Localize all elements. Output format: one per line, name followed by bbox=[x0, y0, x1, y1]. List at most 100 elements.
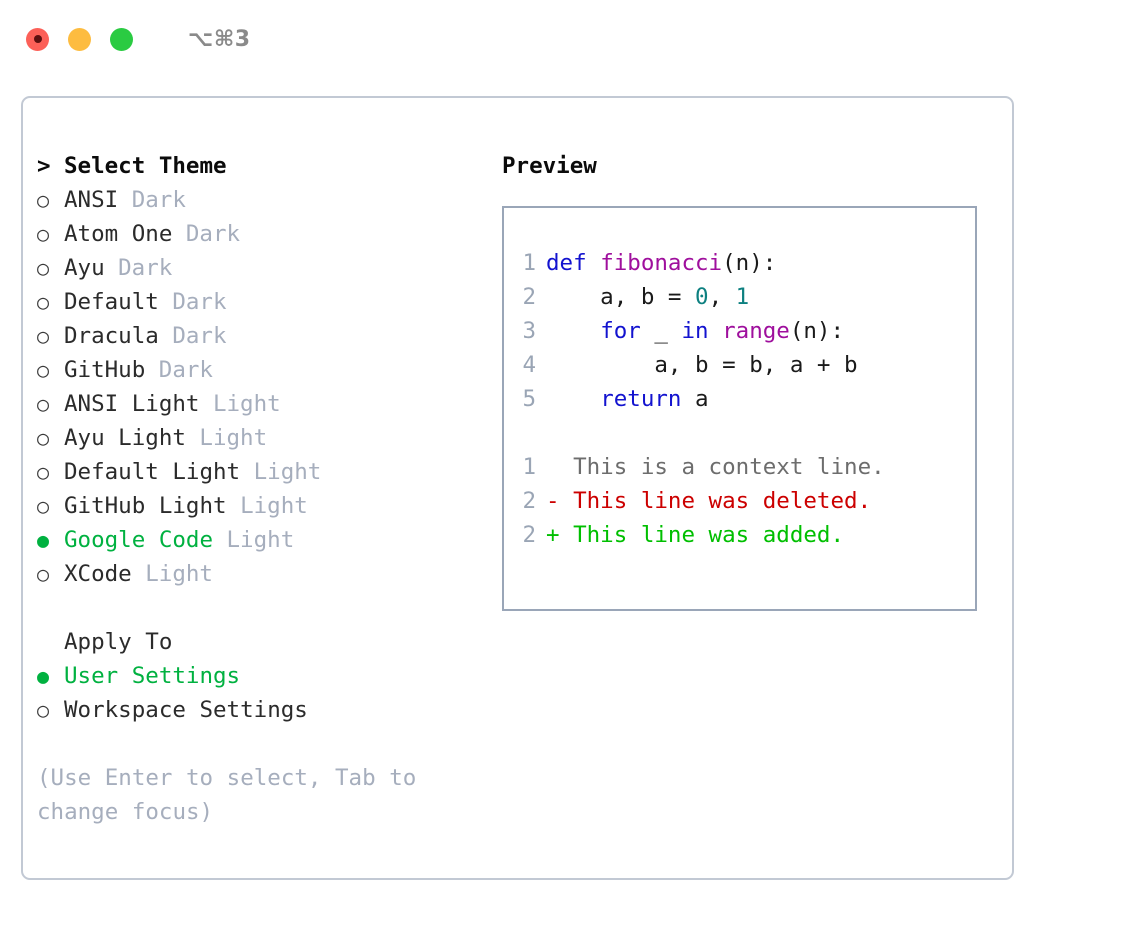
cursor-marker-icon: > bbox=[37, 153, 51, 179]
theme-option-tag: Dark bbox=[118, 255, 173, 281]
radio-unselected-icon: ○ bbox=[37, 222, 50, 246]
apply-option-user-settings[interactable]: ● User Settings bbox=[37, 659, 487, 693]
recording-indicator-icon bbox=[33, 35, 42, 43]
line-number: 5 bbox=[522, 386, 536, 412]
theme-option-tag: Dark bbox=[172, 323, 227, 349]
theme-option-tag: Dark bbox=[158, 357, 213, 383]
theme-option-tag: Light bbox=[199, 425, 268, 451]
token-keyword: def bbox=[546, 250, 601, 276]
traffic-lights bbox=[26, 27, 133, 51]
line-number: 2 bbox=[522, 522, 536, 548]
radio-unselected-icon: ○ bbox=[37, 562, 50, 586]
diff-sign bbox=[546, 450, 573, 484]
radio-unselected-icon: ○ bbox=[37, 494, 50, 518]
maximize-button[interactable] bbox=[110, 27, 133, 51]
list-spacer bbox=[37, 591, 487, 625]
minimize-button[interactable] bbox=[68, 27, 91, 51]
close-button[interactable] bbox=[26, 27, 49, 51]
token-plain: a bbox=[681, 386, 709, 412]
apply-option-label: User Settings bbox=[64, 663, 241, 689]
diff-line-context: 1 This is a context line. bbox=[504, 450, 975, 484]
keyboard-hint: (Use Enter to select, Tab to change focu… bbox=[37, 765, 430, 825]
token-keyword: for bbox=[600, 318, 641, 344]
code-line: 3 for _ in range(n): bbox=[504, 314, 975, 348]
theme-option-label: Google Code bbox=[64, 527, 214, 553]
line-number: 1 bbox=[522, 454, 536, 480]
code-content: a, b = 0, 1 bbox=[546, 280, 749, 314]
apply-to-indent bbox=[37, 625, 64, 659]
preview-title: Preview bbox=[502, 153, 597, 179]
theme-option-label: Atom One bbox=[64, 221, 173, 247]
apply-option-workspace-settings[interactable]: ○Workspace Settings bbox=[37, 693, 487, 727]
code-block: 1 def fibonacci(n): 2 a, b = 0, 1 3 for _… bbox=[504, 246, 975, 416]
line-number: 4 bbox=[522, 352, 536, 378]
token-number: 1 bbox=[735, 284, 750, 310]
code-diff-spacer bbox=[504, 416, 975, 450]
titlebar: ⌥⌘3 bbox=[0, 0, 1140, 78]
diff-text: This is a context line. bbox=[573, 454, 885, 480]
theme-option-tag: Light bbox=[240, 493, 308, 519]
line-number: 2 bbox=[522, 284, 536, 310]
radio-unselected-icon: ○ bbox=[37, 256, 50, 280]
apply-to-header-label: Apply To bbox=[64, 629, 173, 655]
token-number: 0 bbox=[695, 284, 709, 310]
theme-option-label: ANSI Light bbox=[64, 391, 200, 417]
theme-option-label: ANSI bbox=[64, 187, 119, 213]
radio-unselected-icon: ○ bbox=[37, 392, 50, 416]
token-keyword: in bbox=[681, 318, 709, 344]
diff-line-deleted: 2- This line was deleted. bbox=[504, 484, 975, 518]
theme-option-label: Dracula bbox=[64, 323, 159, 349]
diff-line-added: 2 + This line was added. bbox=[504, 518, 975, 552]
diff-text: This line was added. bbox=[573, 522, 845, 548]
token-plain bbox=[709, 318, 723, 344]
diff-sign: - bbox=[546, 488, 574, 514]
token-function: range bbox=[722, 318, 790, 344]
token-plain: (n): bbox=[789, 318, 845, 344]
diff-sign: + bbox=[546, 522, 574, 548]
radio-unselected-icon: ○ bbox=[37, 188, 50, 212]
theme-option-label: Ayu bbox=[64, 255, 105, 281]
code-content: def fibonacci(n): bbox=[546, 246, 776, 280]
radio-unselected-icon: ○ bbox=[37, 324, 50, 348]
token-plain: _ bbox=[640, 318, 682, 344]
code-content: a, b = b, a + b bbox=[546, 348, 858, 382]
token-plain: a, b = bbox=[546, 284, 696, 310]
line-number: 1 bbox=[522, 250, 536, 276]
theme-option-tag: Light bbox=[226, 527, 295, 553]
diff-block: 1 This is a context line. 2- This line w… bbox=[504, 450, 975, 552]
token-plain bbox=[546, 318, 600, 344]
theme-option-dracula[interactable]: ○ Dracula Dark bbox=[37, 319, 487, 353]
apply-to-options-list: ● User Settings ○Workspace Settings bbox=[37, 659, 487, 727]
shortcut-label: ⌥⌘3 bbox=[188, 26, 251, 52]
token-plain: a, b = b, a + b bbox=[546, 352, 858, 378]
theme-option-tag: Dark bbox=[131, 187, 186, 213]
token-plain bbox=[546, 386, 600, 412]
token-plain: , bbox=[708, 284, 736, 310]
apply-to-header: Apply To bbox=[37, 625, 487, 659]
code-line: 5 return a bbox=[504, 382, 975, 416]
radio-unselected-icon: ○ bbox=[37, 426, 50, 450]
code-line: 1 def fibonacci(n): bbox=[504, 246, 975, 280]
apply-option-label: Workspace Settings bbox=[64, 697, 308, 723]
theme-option-ayu[interactable]: ○ Ayu Dark bbox=[37, 251, 487, 285]
select-theme-header: >Select Theme bbox=[37, 149, 487, 183]
code-content: return a bbox=[546, 382, 709, 416]
theme-option-ansi[interactable]: ○ ANSI Dark bbox=[37, 183, 487, 217]
line-number: 3 bbox=[522, 318, 536, 344]
token-plain: (n): bbox=[722, 250, 777, 276]
radio-selected-icon: ● bbox=[37, 664, 50, 688]
theme-option-label: Default bbox=[64, 289, 159, 315]
